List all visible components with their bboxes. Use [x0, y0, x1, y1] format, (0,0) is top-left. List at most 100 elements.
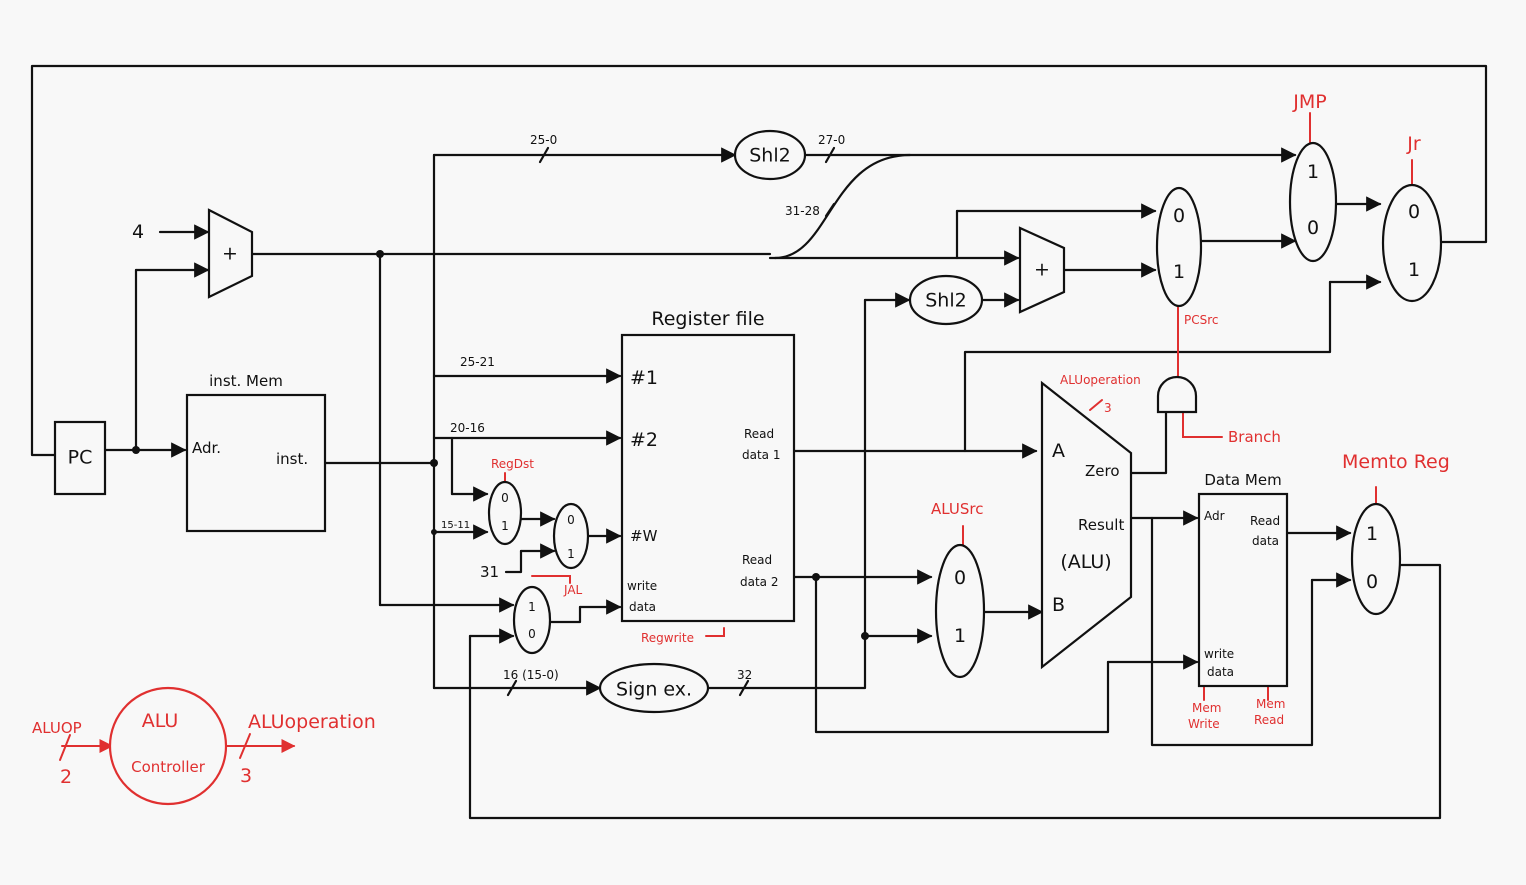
memtoreg-mux — [1350, 502, 1402, 616]
register-file-title: Register file — [651, 308, 764, 330]
ctrl-memwrite-b: Write — [1188, 717, 1220, 731]
jr-mux — [1381, 183, 1443, 303]
pc-adder — [207, 208, 254, 299]
memtoreg-mux-in1: 1 — [1366, 523, 1378, 545]
bits-16: 16 (15-0) — [503, 668, 559, 682]
junction-dots — [132, 250, 869, 640]
data-memory — [1197, 492, 1289, 688]
alusrc-mux-in1: 1 — [954, 625, 966, 647]
jmp-mux — [1288, 141, 1338, 263]
inst-mem-inst-label: inst. — [276, 450, 308, 468]
ctrl-jmp: JMP — [1292, 91, 1326, 113]
reg-port-1: #1 — [630, 367, 658, 389]
bits-31-28: 31-28 — [785, 204, 820, 218]
read-data1-label-a: Read — [744, 427, 774, 441]
wb-mux-in0: 0 — [528, 627, 536, 641]
ctrl-regdst: RegDst — [491, 457, 534, 471]
pcsrc-mux-in0: 0 — [1173, 205, 1185, 227]
read-data1-label-b: data 1 — [742, 448, 780, 462]
data-mem-write-b: data — [1207, 665, 1234, 679]
alu-controller-line2: Controller — [131, 758, 206, 776]
ctrl-memread-b: Read — [1254, 713, 1284, 727]
alu-op-bits: 3 — [1104, 401, 1112, 415]
reg-port-2: #2 — [630, 429, 658, 451]
pc-adder-plus: + — [222, 243, 238, 265]
ctrl-branch: Branch — [1228, 428, 1281, 446]
pcsrc-mux-in1: 1 — [1173, 261, 1185, 283]
alu — [1040, 380, 1133, 670]
alu-name-label: (ALU) — [1060, 551, 1111, 573]
pc-label: PC — [68, 447, 93, 469]
control-wires — [59, 112, 1413, 761]
ctrl-aluoperation: ALUoperation — [1060, 373, 1141, 387]
jr-mux-in1: 1 — [1408, 259, 1420, 281]
alu-zero-label: Zero — [1085, 462, 1120, 480]
ctrl-memtoreg: Memto Reg — [1342, 451, 1450, 473]
alusrc-mux — [934, 543, 986, 679]
bits-27-0: 27-0 — [818, 133, 845, 147]
alusrc-mux-in0: 0 — [954, 567, 966, 589]
reg-data-label: data — [629, 600, 656, 614]
wb-mux-in1: 1 — [528, 600, 536, 614]
shl2-jump-label: Shl2 — [749, 145, 790, 167]
regdst-mux — [487, 480, 523, 546]
const-four: 4 — [132, 221, 144, 243]
ctrl-memread-a: Mem — [1256, 697, 1285, 711]
regdst-mux-in0: 0 — [501, 491, 509, 505]
alu-result-label: Result — [1078, 516, 1124, 534]
read-data2-label-a: Read — [742, 553, 772, 567]
alu-controller-line1: ALU — [142, 710, 179, 732]
bits-20-16: 20-16 — [450, 421, 485, 435]
data-mem-write-a: write — [1204, 647, 1234, 661]
alu-controller — [108, 686, 228, 806]
jmp-mux-in0: 0 — [1307, 217, 1319, 239]
ctrl-alusrc: ALUSrc — [931, 500, 983, 518]
sign-extend-label: Sign ex. — [616, 679, 692, 701]
register-file — [620, 333, 796, 623]
shl2-jump — [733, 129, 807, 181]
jal-mux-in0: 0 — [567, 513, 575, 527]
data-mem-read-a: Read — [1250, 514, 1280, 528]
jr-mux-in0: 0 — [1408, 201, 1420, 223]
regdst-mux-in1: 1 — [501, 519, 509, 533]
bits-25-21: 25-21 — [460, 355, 495, 369]
memtoreg-mux-in0: 0 — [1366, 571, 1378, 593]
ctrl-regwrite: Regwrite — [641, 631, 694, 645]
data-mem-adr: Adr — [1204, 509, 1225, 523]
alu-b-label: B — [1052, 594, 1065, 616]
alu-a-label: A — [1052, 440, 1065, 462]
ctrl-aluoperation-out: ALUoperation — [248, 711, 376, 733]
ctrl-jr: Jr — [1406, 133, 1421, 155]
reg-write-label: write — [627, 579, 657, 593]
ctrl-jal: JAL — [563, 583, 583, 597]
pcsrc-mux — [1155, 186, 1203, 308]
inst-mem-title: inst. Mem — [209, 372, 283, 390]
branch-and-gate — [1156, 375, 1198, 414]
branch-adder-plus: + — [1034, 259, 1050, 281]
jmp-mux-in1: 1 — [1307, 161, 1319, 183]
ctrl-memwrite-a: Mem — [1192, 701, 1221, 715]
bits-25-0: 25-0 — [530, 133, 557, 147]
const-31: 31 — [480, 563, 499, 581]
sign-extend — [598, 662, 710, 714]
inst-mem-adr-label: Adr. — [192, 439, 221, 457]
reg-port-w: #W — [630, 527, 658, 545]
bus-slashes — [506, 146, 836, 697]
read-data2-label-b: data 2 — [740, 575, 778, 589]
instruction-memory — [185, 393, 327, 533]
bits-32: 32 — [737, 668, 752, 682]
data-mem-read-b: data — [1252, 534, 1279, 548]
ctrl-aluop: ALUOP — [32, 719, 82, 737]
aluop-in-bits: 2 — [60, 766, 72, 788]
ctrl-pcsrc: PCSrc — [1184, 313, 1219, 327]
jal-mux — [552, 502, 590, 570]
wb-jal-mux — [512, 585, 552, 655]
shl2-branch-label: Shl2 — [925, 290, 966, 312]
branch-adder — [1018, 226, 1066, 314]
data-mem-title: Data Mem — [1204, 471, 1281, 489]
jal-mux-in1: 1 — [567, 547, 575, 561]
bits-15-11: 15-11 — [441, 520, 470, 531]
pc-register — [53, 420, 107, 496]
wires — [30, 64, 1488, 820]
